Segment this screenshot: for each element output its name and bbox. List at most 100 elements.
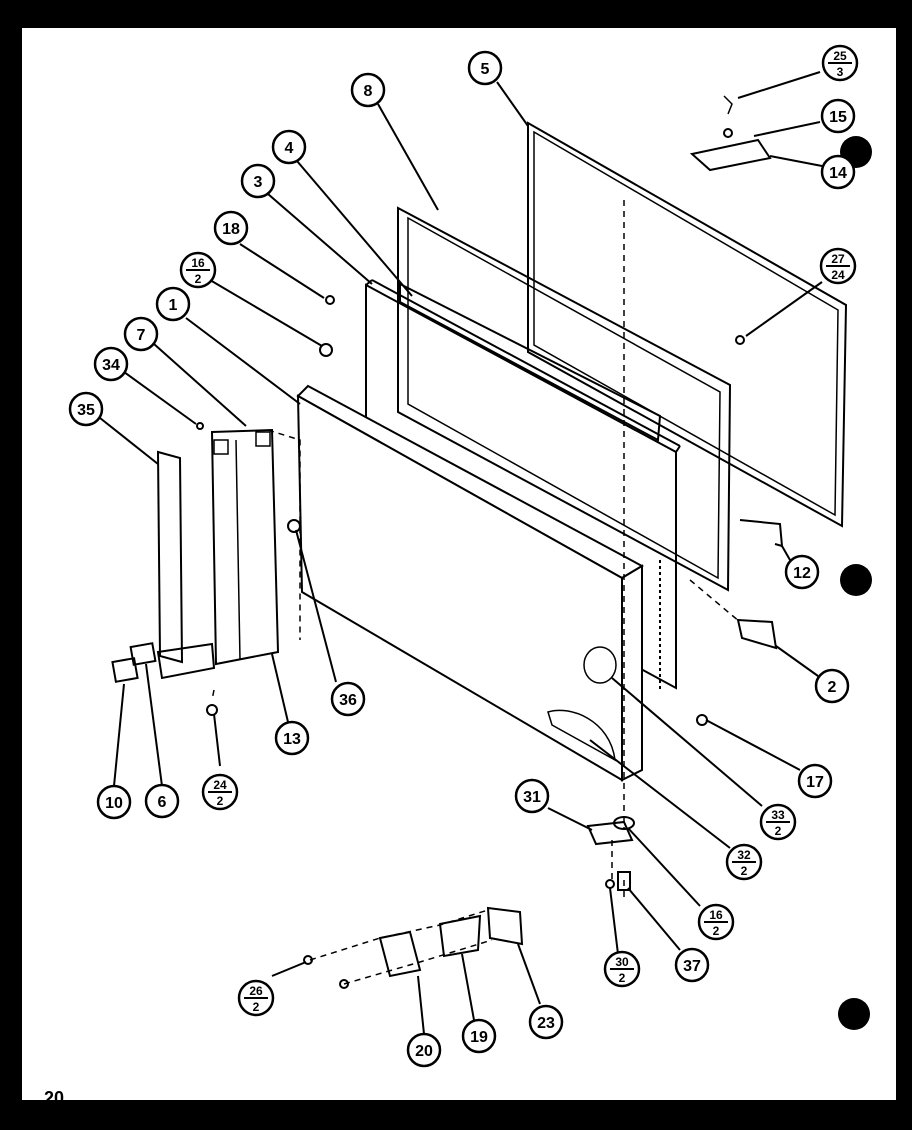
callout-c1: 1 [155, 286, 191, 322]
callout-number: 10 [105, 795, 123, 812]
callout-c15: 15 [820, 98, 856, 134]
callout-c5: 5 [467, 50, 503, 86]
callout-top-number: 24 [213, 778, 227, 792]
part-10-label [111, 657, 139, 683]
callout-top-number: 26 [249, 984, 263, 998]
callout-bottom-number: 2 [195, 272, 202, 286]
callout-circle [155, 286, 191, 322]
callout-c34: 34 [93, 346, 129, 382]
callout-circle [814, 668, 850, 704]
callout-number: 5 [481, 61, 490, 78]
callout-c35: 35 [68, 391, 104, 427]
part-8-liner [397, 206, 732, 592]
callout-circle [406, 1032, 442, 1068]
callout-circle [93, 346, 129, 382]
callout-number: 31 [523, 789, 541, 806]
part-19-hinge [438, 914, 482, 958]
callout-c23: 23 [528, 1004, 564, 1040]
leader-lines [99, 71, 823, 1035]
callout-bottom-number: 24 [831, 268, 845, 282]
part-31-hinge-plate [586, 820, 634, 846]
callout-top-number: 27 [831, 252, 845, 266]
callout-c10: 10 [96, 784, 132, 820]
page-number: 20 [44, 1088, 65, 1108]
callout-top-number: 33 [771, 808, 785, 822]
callout-circle [797, 763, 833, 799]
callout-c36: 36 [330, 681, 366, 717]
callout-circle [213, 210, 249, 246]
callout-number: 37 [683, 958, 701, 975]
callout-c31: 31 [514, 778, 550, 814]
callout-number: 8 [364, 83, 373, 100]
callout-top-number: 16 [191, 256, 205, 270]
callout-number: 17 [806, 774, 824, 791]
callout-bottom-number: 2 [741, 864, 748, 878]
callout-c26: 262 [237, 979, 275, 1017]
callout-c18: 18 [213, 210, 249, 246]
callout-circle [144, 783, 180, 819]
callout-circle [467, 50, 503, 86]
callout-circle [784, 554, 820, 590]
callout-number: 14 [829, 165, 847, 182]
callout-circle [330, 681, 366, 717]
callout-circle [820, 154, 856, 190]
callout-number: 2 [828, 679, 837, 696]
callout-number: 19 [470, 1029, 488, 1046]
part-37-pin [617, 871, 631, 891]
callout-c32: 322 [725, 843, 763, 881]
part-6-clip [129, 642, 157, 666]
callout-bottom-number: 2 [775, 824, 782, 838]
callout-number: 6 [158, 794, 167, 811]
part-12-clip [739, 519, 784, 548]
callout-number: 7 [137, 327, 146, 344]
callout-circle [271, 129, 307, 165]
callout-c16a: 162 [179, 251, 217, 289]
callout-number: 12 [793, 565, 811, 582]
callout-c16b: 162 [697, 903, 735, 941]
callout-c20: 20 [406, 1032, 442, 1068]
callout-top-number: 32 [737, 848, 751, 862]
callout-circle [68, 391, 104, 427]
callout-c8: 8 [350, 72, 386, 108]
callout-bottom-number: 2 [619, 971, 626, 985]
callout-number: 34 [102, 357, 120, 374]
part-23-bracket [486, 906, 524, 946]
callout-circle [514, 778, 550, 814]
callout-number: 1 [169, 297, 178, 314]
callout-number: 20 [415, 1043, 433, 1060]
callout-number: 23 [537, 1015, 555, 1032]
callout-circle [123, 316, 159, 352]
callout-bottom-number: 2 [253, 1000, 260, 1014]
callout-circle [274, 720, 310, 756]
callout-c13: 13 [274, 720, 310, 756]
part-1-door [296, 384, 645, 782]
callout-number: 35 [77, 402, 95, 419]
callout-number: 13 [283, 731, 301, 748]
callout-circle [240, 163, 276, 199]
assembly-lines [211, 200, 741, 985]
callout-c7: 7 [123, 316, 159, 352]
part-14-hinge [689, 95, 772, 172]
callout-c33: 332 [759, 803, 797, 841]
part-35-trim [156, 450, 216, 680]
callout-circle [674, 947, 710, 983]
callout-number: 36 [339, 692, 357, 709]
callout-number: 3 [254, 174, 263, 191]
callout-circle [461, 1018, 497, 1054]
callout-c2: 2 [814, 668, 850, 704]
callout-bottom-number: 2 [713, 924, 720, 938]
callout-c3: 3 [240, 163, 276, 199]
callout-c37: 37 [674, 947, 710, 983]
callout-top-number: 16 [709, 908, 723, 922]
callout-bottom-number: 2 [217, 794, 224, 808]
part-5-gasket [527, 121, 848, 528]
callout-top-number: 25 [833, 49, 847, 63]
callout-number: 4 [285, 140, 294, 157]
callout-c25: 253 [821, 44, 859, 82]
callout-c17: 17 [797, 763, 833, 799]
callout-c19: 19 [461, 1018, 497, 1054]
callout-circle [820, 98, 856, 134]
callout-c24: 242 [201, 773, 239, 811]
